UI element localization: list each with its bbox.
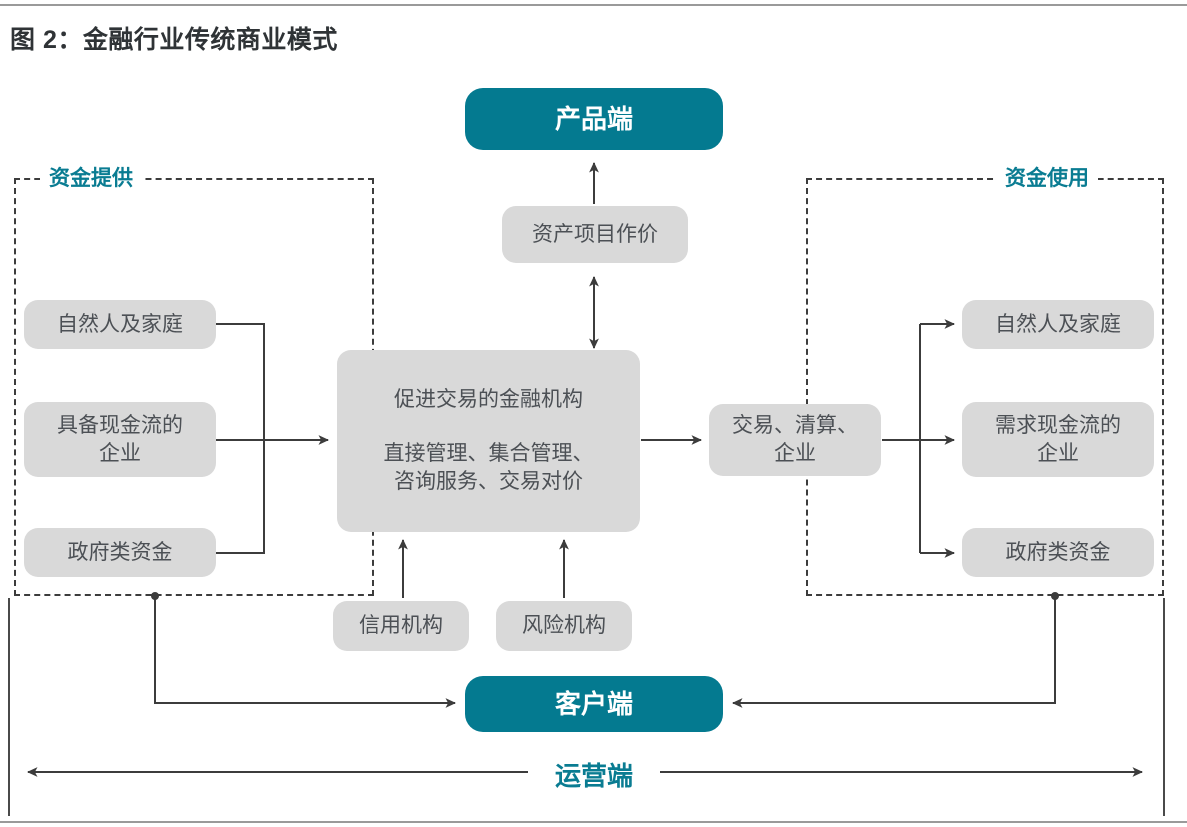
node-product-end[interactable]: 产品端 [465,88,723,150]
bottom-divider-rule [0,821,1187,823]
node-use-government-funds[interactable]: 政府类资金 [962,528,1154,577]
node-supply-individuals[interactable]: 自然人及家庭 [24,300,216,349]
node-financial-institution-services: 直接管理、集合管理、 咨询服务、交易对价 [383,442,594,493]
group-label-funding-use: 资金使用 [996,168,1098,190]
node-asset-pricing[interactable]: 资产项目作价 [502,206,688,263]
group-label-funding-supply: 资金提供 [40,168,142,190]
node-use-individuals[interactable]: 自然人及家庭 [962,300,1154,349]
group-funding-use [806,178,1164,596]
node-supply-government-funds[interactable]: 政府类资金 [24,528,216,577]
node-financial-institution-title: 促进交易的金融机构 [394,388,583,412]
node-client-end[interactable]: 客户端 [465,676,723,732]
top-divider-rule [0,4,1187,6]
page-title: 图 2：金融行业传统商业模式 [10,26,338,54]
node-risk-agency[interactable]: 风险机构 [496,601,632,651]
node-trade-clearing[interactable]: 交易、清算、 企业 [709,404,881,476]
label-operations-end: 运营端 [534,756,654,793]
node-supply-cashflow-enterprises[interactable]: 具备现金流的 企业 [24,402,216,477]
node-credit-agency[interactable]: 信用机构 [333,601,469,651]
left-frame-rail [8,598,10,816]
node-financial-institution[interactable]: 促进交易的金融机构 直接管理、集合管理、 咨询服务、交易对价 [337,350,640,532]
node-use-cashflow-demand-enterprises[interactable]: 需求现金流的 企业 [962,402,1154,477]
right-frame-rail [1163,598,1165,816]
